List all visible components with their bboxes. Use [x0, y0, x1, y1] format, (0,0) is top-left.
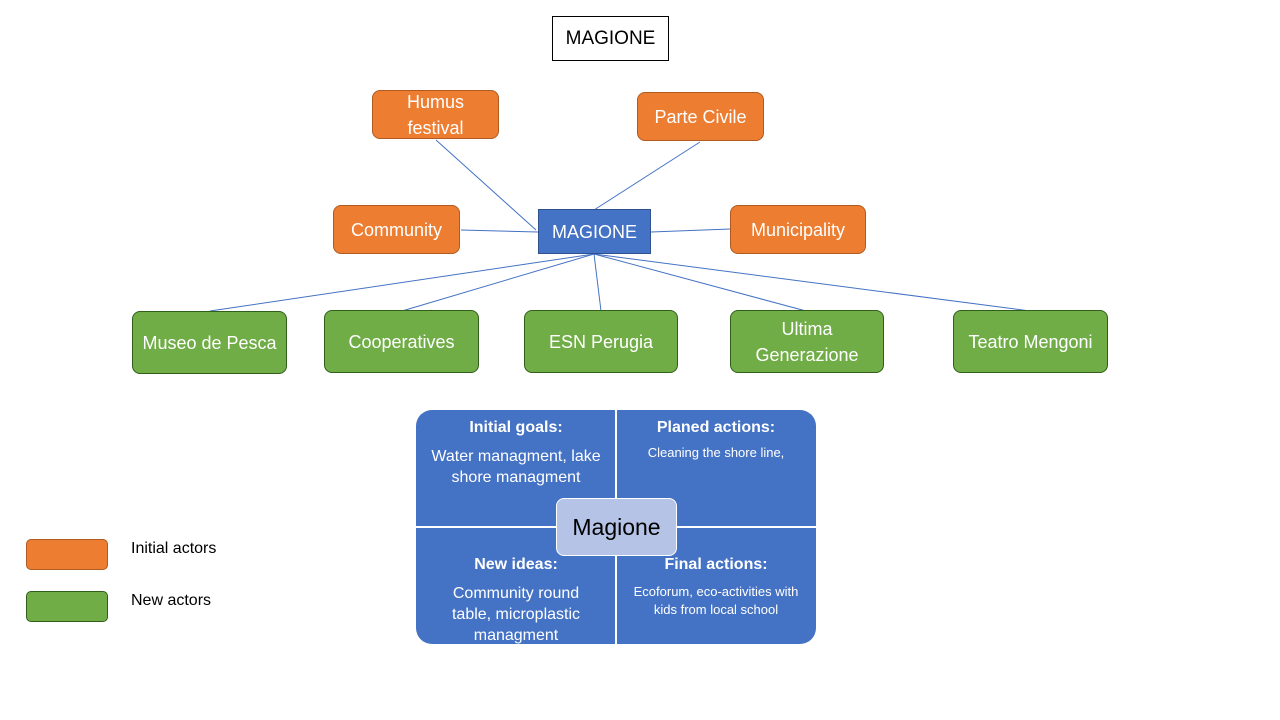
connector-esn: [593, 253, 602, 312]
connector-museo: [209, 253, 595, 312]
planned-actions-text: Cleaning the shore line,: [647, 445, 785, 460]
cell-new-ideas: New ideas: Community round table, microp…: [416, 555, 616, 644]
legend-swatch-initial: [26, 539, 108, 570]
initial-goals-text: Water managment, lake shore managment: [431, 448, 601, 486]
center-node-magione: MAGIONE: [538, 209, 651, 254]
actor-municipality: Municipality: [730, 205, 866, 254]
actor-community: Community: [333, 205, 460, 254]
actor-cooperatives: Cooperatives: [324, 310, 479, 373]
connector-community: [460, 229, 539, 233]
planned-actions-heading: Planed actions:: [656, 419, 776, 436]
initial-goals-heading: Initial goals:: [469, 419, 563, 436]
connector-ultima: [593, 253, 807, 312]
connector-cooperatives: [401, 253, 595, 312]
connector-municipality: [650, 228, 731, 233]
legend-swatch-new: [26, 591, 108, 622]
legend-label-initial: Initial actors: [131, 540, 217, 557]
cell-initial-goals: Initial goals: Water managment, lake sho…: [416, 418, 616, 488]
actor-parte-civile: Parte Civile: [637, 92, 764, 141]
actor-humus-festival: Humus festival: [372, 90, 499, 139]
matrix-hub-magione: Magione: [556, 498, 677, 556]
final-actions-text: Ecoforum, eco-activities with kids from …: [633, 584, 799, 617]
diagram-title: MAGIONE: [552, 16, 669, 61]
actor-esn-perugia: ESN Perugia: [524, 310, 678, 373]
actor-museo-de-pesca: Museo de Pesca: [132, 311, 287, 374]
actor-teatro-mengoni: Teatro Mengoni: [953, 310, 1108, 373]
connector-teatro: [593, 253, 1031, 312]
connector-parte-civile: [593, 141, 701, 211]
new-ideas-heading: New ideas:: [474, 556, 558, 573]
new-ideas-text: Community round table, microplastic mana…: [451, 585, 581, 644]
legend-label-new: New actors: [131, 592, 212, 609]
cell-final-actions: Final actions: Ecoforum, eco-activities …: [616, 555, 816, 619]
cell-planned-actions: Planed actions: Cleaning the shore line,: [616, 418, 816, 462]
final-actions-heading: Final actions:: [664, 556, 768, 573]
actor-ultima-generazione: Ultima Generazione: [730, 310, 884, 373]
